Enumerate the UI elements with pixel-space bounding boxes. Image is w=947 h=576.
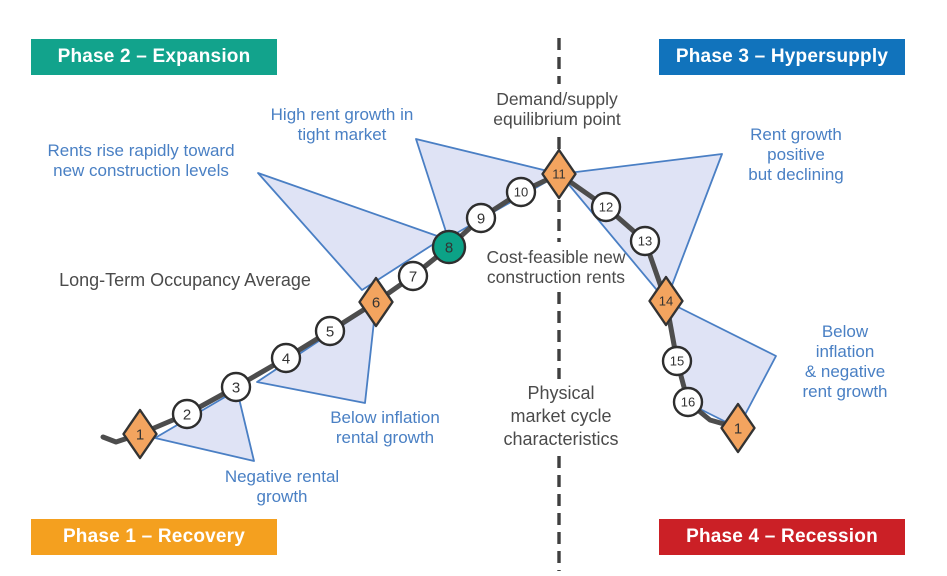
- svg-text:11: 11: [552, 167, 566, 182]
- cycle-point-5: 5: [314, 315, 346, 347]
- svg-text:7: 7: [409, 268, 417, 285]
- cycle-point-16: 16: [672, 386, 704, 418]
- svg-text:13: 13: [638, 234, 652, 249]
- annotation-high-rent-growth: High rent growth in tight market: [270, 105, 414, 144]
- cycle-point-3: 3: [220, 371, 252, 403]
- annotation-cost-feasible-rents: Cost-feasible new construction rents: [486, 247, 626, 287]
- phase4-recession-badge: Phase 4 – Recession: [659, 519, 905, 555]
- svg-text:3: 3: [232, 379, 240, 396]
- svg-text:16: 16: [681, 395, 695, 410]
- svg-text:8: 8: [445, 239, 453, 256]
- cycle-point-1: 1: [720, 402, 756, 454]
- callout-triangle-below-rental: [256, 302, 377, 404]
- callout-triangle-rents-rise: [257, 172, 444, 291]
- svg-text:5: 5: [326, 323, 334, 340]
- phase3-hypersupply-badge: Phase 3 – Hypersupply: [659, 39, 905, 75]
- annotation-physical-market-cycle: Physical market cycle characteristics: [503, 383, 619, 449]
- annotation-rent-growth-declining: Rent growth positive but declining: [748, 125, 844, 184]
- svg-text:2: 2: [183, 406, 191, 423]
- annotation-long-term-occupancy-average: Long-Term Occupancy Average: [59, 270, 311, 290]
- svg-text:1: 1: [734, 420, 742, 437]
- cycle-point-7: 7: [397, 260, 429, 292]
- svg-text:4: 4: [282, 350, 290, 367]
- svg-text:14: 14: [659, 294, 673, 309]
- cycle-point-2: 2: [171, 398, 203, 430]
- annotation-demand-supply-equilibrium: Demand/supply equilibrium point: [493, 89, 621, 129]
- svg-text:9: 9: [477, 210, 485, 227]
- svg-text:1: 1: [136, 426, 144, 443]
- cycle-point-11: 11: [541, 148, 577, 200]
- cycle-point-10: 10: [505, 176, 537, 208]
- cycle-point-13: 13: [629, 225, 661, 257]
- cycle-point-6: 6: [358, 276, 394, 328]
- cycle-point-12: 12: [590, 191, 622, 223]
- cycle-point-14: 14: [648, 275, 684, 327]
- cycle-point-1: 1: [122, 408, 158, 460]
- svg-text:6: 6: [372, 294, 380, 311]
- cycle-point-4: 4: [270, 342, 302, 374]
- cycle-point-9: 9: [465, 202, 497, 234]
- annotation-below-inflation-negative-rent: Below inflation & negative rent growth: [802, 322, 888, 401]
- cycle-point-8: 8: [431, 229, 467, 265]
- annotation-rents-rise: Rents rise rapidly toward new constructi…: [47, 141, 235, 180]
- phase1-recovery-badge: Phase 1 – Recovery: [31, 519, 277, 555]
- svg-text:15: 15: [670, 354, 684, 369]
- annotation-below-inflation-rental-growth: Below inflation rental growth: [330, 408, 440, 447]
- phase2-expansion-badge: Phase 2 – Expansion: [31, 39, 277, 75]
- cycle-point-15: 15: [661, 345, 693, 377]
- annotation-negative-rental-growth: Negative rental growth: [224, 467, 340, 506]
- svg-text:10: 10: [514, 185, 528, 200]
- svg-text:12: 12: [599, 200, 613, 215]
